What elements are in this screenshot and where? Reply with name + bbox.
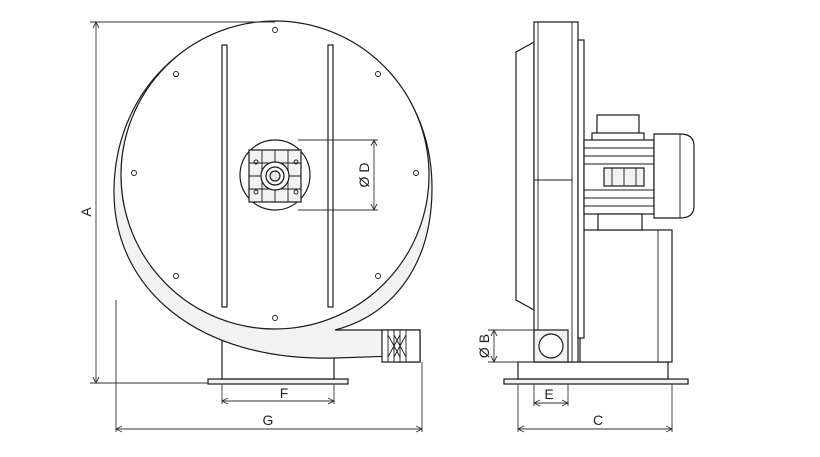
side-outlet-bore [538, 333, 564, 359]
label-c: C [593, 412, 603, 428]
label-g: G [263, 412, 274, 428]
front-bolt-holes [131, 27, 419, 321]
side-view [503, 21, 695, 385]
front-rib-left [221, 44, 228, 308]
label-b: Ø B [476, 334, 492, 358]
label-f: F [280, 385, 289, 401]
front-view [113, 20, 433, 385]
motor-terminal-box [596, 114, 640, 136]
label-e: E [544, 386, 553, 402]
front-base-plate [207, 378, 349, 385]
side-casing-body [533, 21, 579, 363]
label-a: A [78, 207, 94, 217]
dimension-lines [90, 20, 674, 433]
label-d: Ø D [356, 163, 372, 188]
side-casing-flange [577, 39, 585, 339]
dimension-labels: A Ø D Ø B F G E C [78, 163, 603, 428]
front-rib-right [327, 44, 334, 308]
side-motor-stand [579, 229, 673, 363]
side-base-plate [503, 378, 689, 385]
front-shaft [269, 170, 281, 182]
side-casing-back [515, 40, 535, 312]
motor-fan-cover [653, 133, 695, 219]
side-motor [583, 114, 695, 231]
side-base-frame [517, 361, 669, 380]
motor-feet [597, 213, 643, 231]
